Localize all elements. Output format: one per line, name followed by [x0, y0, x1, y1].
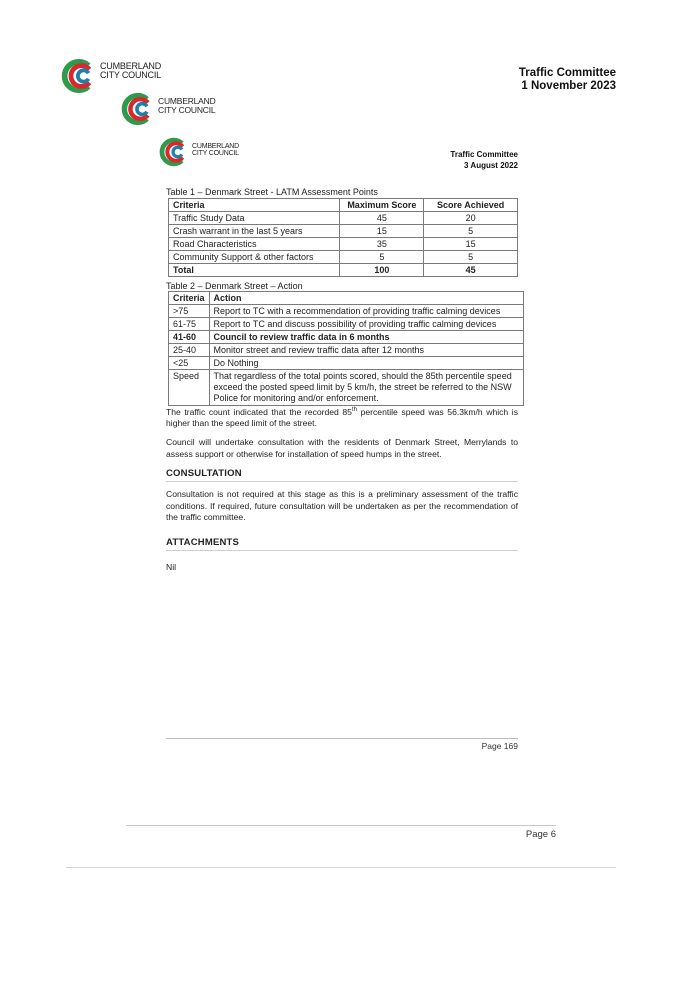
table2-caption: Table 2 – Denmark Street – Action — [166, 281, 303, 291]
outer-page-number: Page 6 — [525, 829, 556, 840]
cell-total-achieved: 45 — [423, 263, 518, 277]
cell-action: Report to TC with a recommendation of pr… — [208, 304, 525, 318]
cell-max-score: 35 — [339, 237, 425, 251]
cell-max-score: 15 — [339, 224, 425, 238]
cell-criteria: Traffic Study Data — [167, 211, 341, 225]
committee-title: Traffic Committee — [450, 150, 518, 159]
meeting-date: 1 November 2023 — [521, 80, 616, 92]
col-header: Criteria — [167, 198, 341, 212]
paragraph-consultation-intent: Council will undertake consultation with… — [166, 437, 518, 459]
table-row: Road Characteristics 35 15 — [167, 237, 518, 251]
table-row: Traffic Study Data 45 20 — [167, 211, 518, 225]
table-row: >75 Report to TC with a recommendation o… — [168, 304, 525, 318]
council-name-line2: CITY COUNCIL — [158, 105, 216, 115]
consultation-heading: CONSULTATION — [166, 468, 242, 479]
outer-logo: CUMBERLAND CITY COUNCIL — [60, 58, 161, 94]
text: percentile speed was 56.3km/h which is h… — [166, 406, 518, 429]
attachments-heading: ATTACHMENTS — [166, 537, 240, 548]
cell-criteria: Crash warrant in the last 5 years — [167, 224, 341, 238]
outer-header: Traffic Committee 1 November 2023 — [519, 67, 616, 93]
table-header-row: Criteria Maximum Score Score Achieved — [167, 198, 518, 212]
inner-header: Traffic Committee 3 August 2022 — [400, 150, 518, 171]
col-header: Maximum Score — [339, 198, 425, 212]
cell-action: Report to TC and discuss possibility of … — [208, 317, 525, 331]
cell-total-max: 100 — [339, 263, 425, 277]
table-header-row: Criteria Action — [168, 291, 525, 305]
cell-score-achieved: 20 — [423, 211, 518, 225]
outer-footer-rule — [126, 825, 556, 826]
council-logo-icon — [121, 92, 150, 126]
table-row-highlighted: 41-60 Council to review traffic data in … — [168, 330, 525, 344]
table-row: 25-40 Monitor street and review traffic … — [168, 343, 525, 357]
paragraph-speed-count: The traffic count indicated that the rec… — [166, 405, 518, 430]
council-name-line2: CITY COUNCIL — [100, 70, 161, 80]
heading-rule — [166, 550, 518, 551]
cell-max-score: 45 — [339, 211, 425, 225]
meeting-date: 3 August 2022 — [464, 160, 518, 170]
consultation-text: Consultation is not required at this sta… — [166, 489, 518, 522]
text: The traffic count indicated that the rec… — [166, 406, 352, 417]
cell-score-achieved: 15 — [423, 237, 518, 251]
cell-criteria: 41-60 — [168, 330, 210, 344]
cell-criteria: Speed — [168, 369, 210, 406]
table-row: Crash warrant in the last 5 years 15 5 — [167, 224, 518, 238]
cell-action: Council to review traffic data in 6 mont… — [208, 330, 525, 344]
cell-score-achieved: 5 — [423, 250, 518, 264]
heading-rule — [166, 481, 518, 482]
table-row: Speed That regardless of the total point… — [168, 369, 525, 406]
inner-page-number: Page 169 — [481, 741, 518, 751]
cell-criteria: >75 — [168, 304, 210, 318]
outermost-footer-rule — [66, 867, 616, 868]
council-name-line1: CUMBERLAND — [100, 60, 162, 71]
cell-criteria: 61-75 — [168, 317, 210, 331]
table2-actions: Criteria Action >75 Report to TC with a … — [168, 291, 525, 406]
inner-footer-rule — [166, 738, 518, 739]
council-name-line1: CUMBERLAND — [192, 142, 240, 150]
council-name-line2: CITY COUNCIL — [192, 150, 239, 157]
council-logo-icon — [159, 137, 185, 167]
inner-logo: CUMBERLAND CITY COUNCIL — [158, 137, 239, 167]
middle-logo: CUMBERLAND CITY COUNCIL — [120, 92, 216, 126]
col-header: Score Achieved — [423, 198, 518, 212]
cell-max-score: 5 — [339, 250, 425, 264]
superscript: th — [351, 407, 357, 413]
table-row: 61-75 Report to TC and discuss possibili… — [168, 317, 525, 331]
committee-title: Traffic Committee — [518, 67, 616, 79]
cell-action: Do Nothing — [208, 356, 525, 370]
council-name-line1: CUMBERLAND — [158, 96, 216, 107]
cell-criteria: 25-40 — [168, 343, 210, 357]
cell-criteria: Road Characteristics — [167, 237, 341, 251]
attachments-text: Nil — [166, 562, 177, 572]
table1-latm-points: Criteria Maximum Score Score Achieved Tr… — [167, 198, 518, 277]
cell-criteria: <25 — [168, 356, 210, 370]
council-logo-icon — [61, 58, 92, 94]
cell-total-label: Total — [167, 263, 341, 277]
table-total-row: Total 100 45 — [167, 263, 518, 277]
col-header: Action — [208, 291, 525, 305]
cell-action: That regardless of the total points scor… — [208, 369, 525, 406]
cell-score-achieved: 5 — [423, 224, 518, 238]
cell-criteria: Community Support & other factors — [167, 250, 341, 264]
table-row: Community Support & other factors 5 5 — [167, 250, 518, 264]
cell-action: Monitor street and review traffic data a… — [208, 343, 525, 357]
table-row: <25 Do Nothing — [168, 356, 525, 370]
col-header: Criteria — [168, 291, 210, 305]
table1-caption: Table 1 – Denmark Street - LATM Assessme… — [166, 187, 378, 197]
